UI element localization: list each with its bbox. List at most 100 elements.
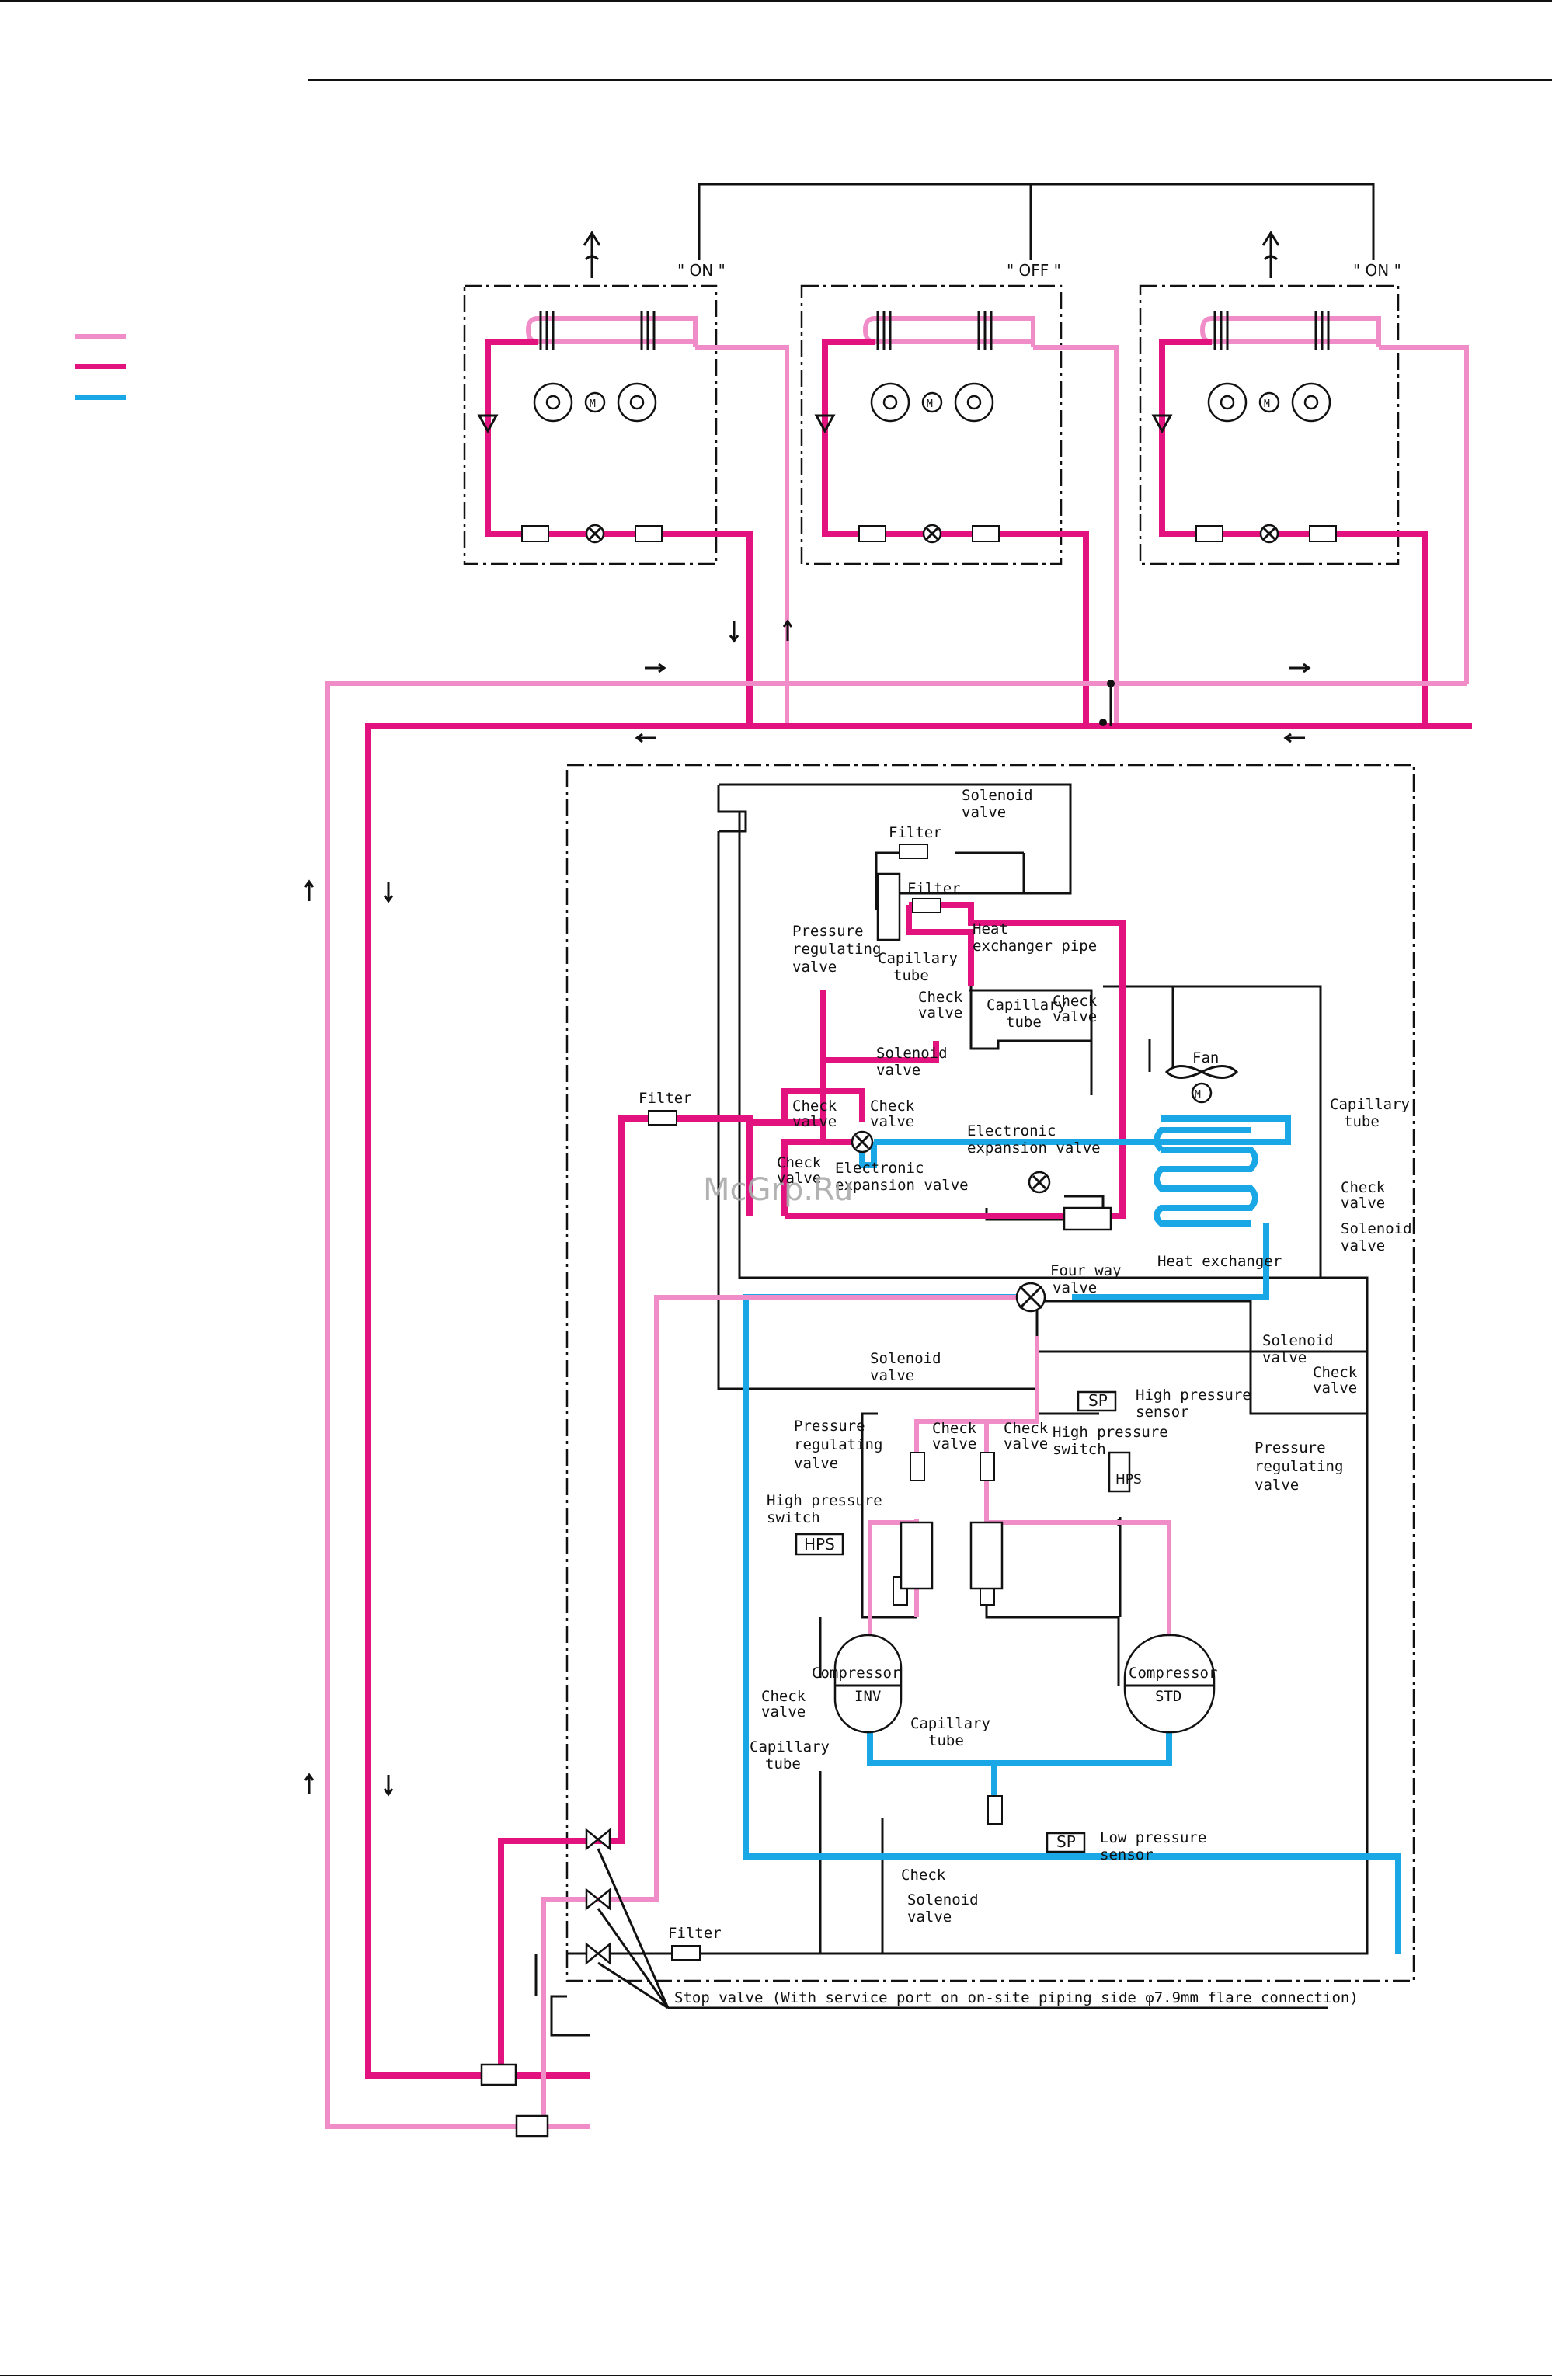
svg-text:Check: Check — [1053, 993, 1098, 1010]
svg-text:High pressure: High pressure — [1053, 1424, 1168, 1441]
svg-text:Check: Check — [918, 989, 963, 1006]
svg-text:STD: STD — [1155, 1688, 1181, 1705]
svg-text:Solenoid: Solenoid — [1262, 1332, 1334, 1349]
svg-text:sensor: sensor — [1136, 1404, 1189, 1421]
stop-valve — [585, 1888, 611, 1911]
svg-text:tube: tube — [765, 1755, 801, 1773]
svg-text:Four way: Four way — [1050, 1262, 1122, 1279]
component-labels: Solenoid valve Filter Filter Filter Filt… — [639, 787, 1412, 2006]
svg-text:High pressure: High pressure — [1136, 1387, 1251, 1404]
svg-text:regulating: regulating — [794, 1436, 882, 1453]
svg-text:SP: SP — [1056, 1832, 1076, 1851]
filter — [648, 1110, 677, 1126]
svg-text:valve: valve — [1053, 1279, 1097, 1296]
svg-text:Compressor: Compressor — [1129, 1665, 1217, 1682]
svg-text:Check: Check — [792, 1098, 837, 1115]
svg-text:valve: valve — [1341, 1195, 1385, 1212]
svg-text:Electronic: Electronic — [967, 1122, 1056, 1140]
fan-icon — [1164, 1065, 1239, 1079]
indoor-unit-2-status: " OFF " — [1007, 261, 1061, 280]
svg-text:sensor: sensor — [1100, 1846, 1154, 1863]
svg-text:Check: Check — [1341, 1179, 1386, 1196]
svg-text:Pressure: Pressure — [1254, 1439, 1326, 1456]
svg-text:M: M — [927, 398, 933, 410]
svg-text:Stop valve (With service port: Stop valve (With service port on on-site… — [674, 1989, 1359, 2006]
svg-text:valve: valve — [870, 1367, 914, 1384]
svg-text:expansion valve: expansion valve — [967, 1140, 1101, 1157]
svg-text:Filter: Filter — [639, 1090, 692, 1107]
svg-text:tube: tube — [1344, 1113, 1380, 1130]
svg-text:valve: valve — [876, 1062, 920, 1079]
svg-text:SP: SP — [1088, 1391, 1108, 1410]
svg-text:Pressure: Pressure — [792, 923, 864, 940]
outdoor-unit — [565, 764, 1415, 1982]
svg-text:Heat exchanger: Heat exchanger — [1157, 1253, 1282, 1270]
svg-text:tube: tube — [928, 1732, 964, 1749]
svg-text:Heat: Heat — [973, 920, 1008, 938]
svg-text:regulating: regulating — [1254, 1458, 1343, 1475]
svg-text:High pressure: High pressure — [767, 1492, 882, 1509]
svg-text:valve: valve — [794, 1455, 838, 1472]
svg-text:Filter: Filter — [668, 1925, 722, 1942]
svg-text:M: M — [1264, 398, 1270, 410]
airflow-arrow-icon — [583, 231, 601, 278]
svg-text:Solenoid: Solenoid — [870, 1350, 941, 1367]
svg-text:valve: valve — [1053, 1008, 1097, 1025]
svg-text:Electronic: Electronic — [835, 1160, 924, 1177]
svg-text:Fan: Fan — [1192, 1049, 1219, 1066]
svg-text:exchanger pipe: exchanger pipe — [973, 938, 1097, 955]
stop-valve — [585, 1942, 611, 1965]
oil-separator — [969, 1521, 1004, 1590]
stop-valves — [480, 1828, 1328, 2138]
svg-text:valve: valve — [962, 804, 1006, 821]
svg-text:valve: valve — [870, 1113, 914, 1130]
svg-text:Capillary: Capillary — [878, 950, 958, 967]
svg-text:valve: valve — [932, 1435, 976, 1453]
svg-text:Pressure: Pressure — [794, 1418, 865, 1435]
svg-text:HPS: HPS — [1115, 1472, 1142, 1488]
svg-text:tube: tube — [893, 967, 929, 984]
indoor-unit-1-status: " ON " — [677, 261, 726, 280]
svg-text:Compressor: Compressor — [812, 1665, 900, 1682]
svg-text:valve: valve — [1341, 1237, 1385, 1254]
filter — [912, 898, 941, 913]
airflow-arrow-icon — [1261, 231, 1280, 278]
svg-text:valve: valve — [777, 1170, 821, 1187]
legend — [75, 334, 126, 400]
stop-valve — [585, 1828, 611, 1851]
svg-text:valve: valve — [792, 1113, 837, 1130]
svg-text:Check: Check — [1313, 1364, 1358, 1381]
svg-text:Check: Check — [761, 1688, 806, 1705]
svg-text:Check: Check — [1004, 1420, 1049, 1437]
indoor-unit-1-internals: M — [477, 311, 789, 726]
flow-arrows — [304, 619, 1311, 1797]
main-piping — [325, 680, 1472, 2129]
sp-high — [1077, 1390, 1117, 1412]
svg-text:tube: tube — [1006, 1014, 1042, 1031]
svg-text:Filter: Filter — [907, 880, 961, 897]
indoor-unit-2 — [800, 284, 1063, 565]
svg-text:Capillary: Capillary — [987, 997, 1067, 1014]
svg-text:Capillary: Capillary — [750, 1738, 830, 1755]
compressor-inv — [833, 1634, 903, 1734]
svg-text:Capillary: Capillary — [910, 1715, 990, 1732]
svg-text:valve: valve — [918, 1004, 962, 1021]
svg-text:valve: valve — [1313, 1380, 1357, 1397]
svg-text:valve: valve — [1254, 1477, 1299, 1494]
svg-text:Filter: Filter — [889, 824, 942, 841]
svg-text:INV: INV — [854, 1688, 881, 1705]
svg-text:switch: switch — [767, 1509, 820, 1526]
svg-text:Check: Check — [932, 1420, 977, 1437]
hps-left — [795, 1533, 844, 1556]
compressor-std — [1123, 1634, 1216, 1734]
indoor-unit-3-internals: M — [1151, 311, 1469, 726]
sp-low — [1046, 1832, 1086, 1853]
svg-text:Capillary: Capillary — [1330, 1096, 1410, 1113]
outdoor-components — [648, 844, 1239, 1961]
hps-right — [1108, 1451, 1131, 1493]
filter — [899, 844, 928, 859]
indoor-wiring — [698, 183, 1375, 260]
svg-text:valve: valve — [1004, 1435, 1048, 1453]
indoor-unit-2-internals: M — [814, 311, 1119, 726]
indoor-unit-1 — [463, 284, 718, 565]
